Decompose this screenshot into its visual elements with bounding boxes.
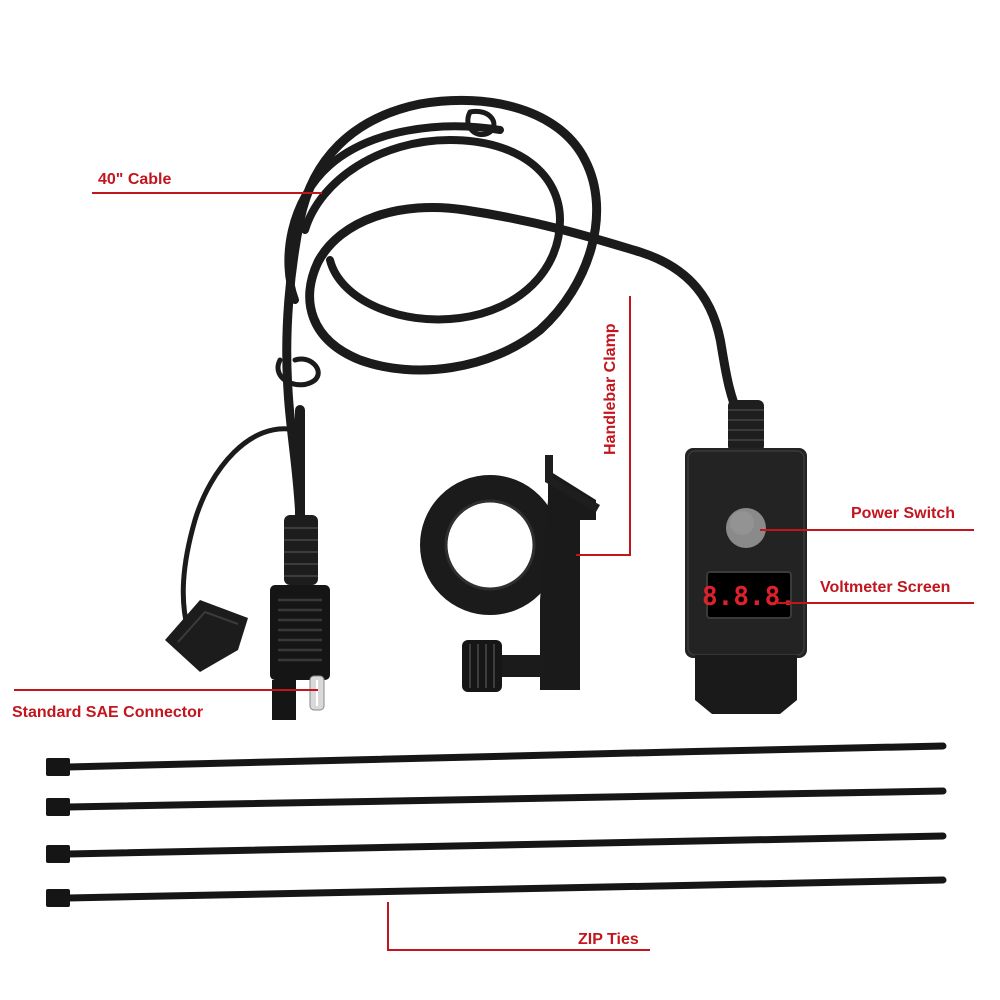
callout-power-switch: Power Switch (760, 505, 974, 531)
sae-dust-cap (165, 600, 248, 672)
zip-tie (46, 742, 947, 776)
power-switch-label: Power Switch (851, 505, 955, 522)
sae-connector-label: Standard SAE Connector (12, 704, 203, 721)
callout-zip-ties: ZIP Ties (387, 902, 650, 951)
voltmeter-screen: 8.8.8. (702, 571, 796, 619)
zip-ties-label: ZIP Ties (578, 931, 639, 948)
clamp-knob (462, 640, 544, 692)
voltmeter-digits: 8.8.8. (702, 582, 796, 612)
voltmeter-screen-label: Voltmeter Screen (820, 579, 950, 596)
module-strain-relief (728, 400, 764, 452)
handlebar-clamp-label: Handlebar Clamp (602, 323, 619, 455)
callout-voltmeter-screen: Voltmeter Screen (776, 579, 974, 604)
zip-tie (46, 787, 947, 816)
voltmeter-module: 8.8.8. (685, 448, 807, 714)
zip-tie (46, 832, 947, 863)
sae-connector (165, 426, 330, 720)
zip-tie (46, 876, 947, 907)
callout-cable: 40" Cable (92, 171, 322, 194)
handlebar-clamp (420, 455, 600, 692)
callout-handlebar-clamp: Handlebar Clamp (576, 296, 631, 556)
zip-ties (46, 742, 947, 907)
cable-label: 40" Cable (98, 171, 172, 188)
extension-cable (275, 95, 764, 525)
callout-sae-connector: Standard SAE Connector (12, 689, 318, 721)
